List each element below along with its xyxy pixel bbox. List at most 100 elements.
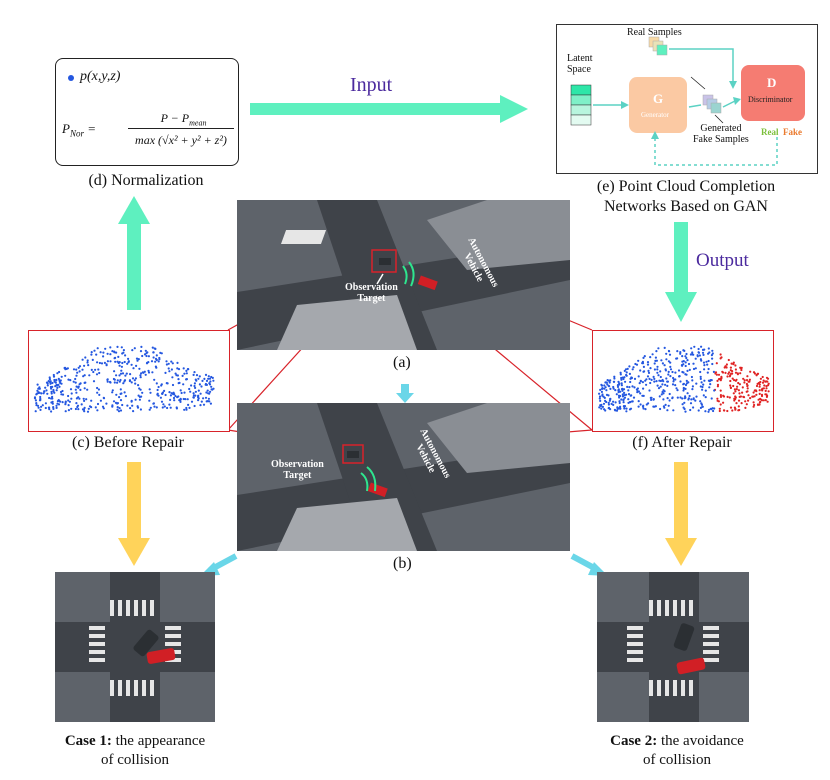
point-cloud-dot bbox=[766, 400, 769, 403]
point-cloud-dot bbox=[701, 351, 705, 354]
point-cloud-dot bbox=[90, 351, 93, 354]
point-cloud-dot bbox=[207, 397, 210, 400]
point-cloud-dot bbox=[763, 384, 766, 387]
point-cloud-dot bbox=[64, 366, 67, 369]
point-cloud-dot bbox=[40, 405, 43, 408]
point-cloud-dot bbox=[618, 383, 621, 386]
gan-diagram-box: Real Samples Latent Space G Generator D … bbox=[556, 24, 818, 174]
point-cloud-dot bbox=[43, 390, 46, 393]
case1-caption: Case 1: the appearance of collision bbox=[64, 733, 206, 768]
point-cloud-dot bbox=[120, 369, 123, 372]
point-cloud-dot bbox=[619, 371, 622, 374]
point-cloud-dot bbox=[736, 385, 739, 388]
discriminator-letter: D bbox=[767, 75, 777, 90]
point-cloud-dot bbox=[37, 391, 40, 395]
point-cloud-dot bbox=[132, 367, 135, 370]
point-cloud-dot bbox=[111, 391, 114, 394]
point-cloud-dot bbox=[197, 397, 200, 400]
point-cloud-dot bbox=[112, 377, 115, 381]
point-cloud-dot bbox=[194, 386, 197, 389]
fake-label: Fake bbox=[783, 127, 802, 137]
point-cloud-dot bbox=[746, 387, 749, 390]
point-cloud-dot bbox=[623, 391, 626, 394]
caption-b: (b) bbox=[393, 555, 412, 572]
point-cloud-dot bbox=[84, 356, 87, 359]
point-cloud-dot bbox=[147, 361, 150, 364]
point-cloud-dot bbox=[624, 368, 628, 371]
point-cloud-dot bbox=[620, 388, 624, 391]
point-cloud-dot bbox=[652, 375, 655, 378]
point-cloud-dot bbox=[169, 394, 172, 397]
point-cloud-dot bbox=[46, 392, 49, 395]
point-cloud-dot bbox=[637, 359, 640, 362]
point-cloud-dot bbox=[165, 360, 168, 363]
point-cloud-dot bbox=[87, 364, 90, 367]
point-cloud-dot bbox=[764, 389, 767, 392]
caption-e-line2: Networks Based on GAN bbox=[604, 198, 768, 215]
point-cloud-dot bbox=[686, 369, 689, 372]
point-cloud-dot bbox=[39, 395, 42, 399]
point-cloud-dot bbox=[666, 384, 669, 387]
point-cloud-dot bbox=[97, 368, 100, 371]
point-cloud-dot bbox=[627, 401, 630, 404]
point-cloud-dot bbox=[690, 347, 693, 350]
point-cloud-dot bbox=[699, 375, 702, 378]
point-cloud-dot bbox=[657, 374, 660, 377]
point-cloud-dot bbox=[726, 395, 729, 398]
point-cloud-dot bbox=[134, 382, 137, 385]
point-cloud-dot bbox=[719, 403, 722, 406]
point-cloud-dot bbox=[707, 379, 710, 382]
point-cloud-after bbox=[598, 345, 770, 413]
point-cloud-dot bbox=[90, 368, 93, 371]
point-cloud-dot bbox=[94, 406, 97, 409]
point-cloud-dot bbox=[138, 387, 141, 390]
point-cloud-dot bbox=[59, 400, 62, 403]
point-cloud-dot bbox=[663, 364, 666, 367]
point-cloud-dot bbox=[642, 407, 645, 410]
point-cloud-dot bbox=[667, 370, 670, 373]
point-cloud-dot bbox=[648, 389, 651, 392]
point-cloud-dot bbox=[170, 392, 173, 395]
point-cloud-dot bbox=[56, 386, 59, 389]
point-cloud-dot bbox=[194, 390, 197, 393]
point-cloud-dot bbox=[119, 372, 123, 375]
point-cloud-dot bbox=[635, 388, 638, 391]
point-cloud-dot bbox=[99, 351, 102, 354]
point-cloud-dot bbox=[603, 408, 606, 411]
scene-b-svg bbox=[237, 403, 570, 551]
point-cloud-dot bbox=[117, 410, 121, 413]
point-cloud-dot bbox=[609, 387, 612, 390]
point-cloud-dot bbox=[765, 376, 769, 379]
point-cloud-dot bbox=[657, 387, 661, 390]
point-cloud-dot bbox=[679, 380, 682, 383]
point-cloud-dot bbox=[598, 397, 601, 400]
point-cloud-dot bbox=[198, 383, 201, 386]
point-cloud-dot bbox=[189, 390, 192, 393]
point-cloud-dot bbox=[621, 395, 625, 398]
point-cloud-dot bbox=[76, 405, 79, 409]
point-cloud-dot bbox=[78, 365, 82, 368]
point-cloud-dot bbox=[605, 400, 608, 404]
point-cloud-dot bbox=[123, 360, 126, 364]
point-cloud-dot bbox=[106, 380, 109, 383]
latent-space-label: Latent Space bbox=[567, 53, 593, 75]
point-cloud-dot bbox=[625, 407, 628, 410]
point-cloud-dot bbox=[642, 404, 645, 407]
point-cloud-dot bbox=[641, 394, 644, 397]
point-cloud-dot bbox=[749, 370, 752, 373]
point-cloud-dot bbox=[83, 399, 86, 402]
point-cloud-dot bbox=[167, 367, 170, 370]
point-cloud-dot bbox=[696, 354, 699, 357]
point-cloud-dot bbox=[678, 375, 681, 378]
point-cloud-dot bbox=[734, 397, 737, 401]
generator-label: Generator bbox=[641, 111, 669, 119]
point-cloud-dot bbox=[643, 370, 646, 373]
point-cloud-dot bbox=[145, 352, 148, 355]
point-cloud-dot bbox=[668, 353, 672, 356]
point-cloud-dot bbox=[669, 368, 673, 371]
point-cloud-dot bbox=[720, 356, 723, 359]
point-cloud-dot bbox=[682, 406, 685, 409]
point-cloud-dot bbox=[38, 387, 41, 390]
point-cloud-dot bbox=[728, 396, 731, 399]
point-cloud-dot bbox=[632, 366, 635, 369]
